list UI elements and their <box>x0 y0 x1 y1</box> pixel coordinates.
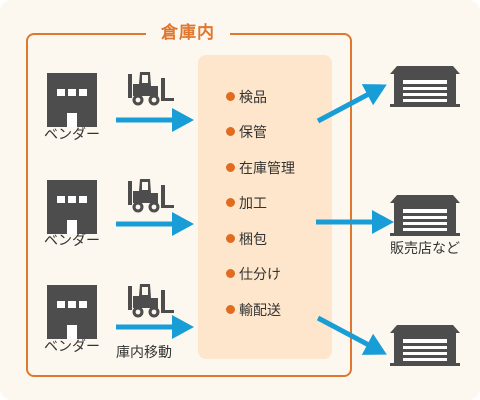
vendor-building-icon <box>47 73 97 127</box>
forklift-icon <box>128 179 174 213</box>
process-item: 保管 <box>226 123 267 143</box>
process-item-label: 梱包 <box>239 232 267 248</box>
vendor-label: ベンダー <box>44 127 100 143</box>
process-item-label: 加工 <box>239 196 267 212</box>
process-item-label: 在庫管理 <box>239 161 295 177</box>
outbound-arrow-icon <box>312 307 393 366</box>
warehouse-title: 倉庫内 <box>146 21 230 45</box>
vendor-label: ベンダー <box>44 233 100 249</box>
process-item-label: 仕分け <box>239 267 281 283</box>
forklift-icon <box>128 72 174 106</box>
process-panel <box>198 55 332 359</box>
bullet-icon <box>226 234 235 243</box>
bullet-icon <box>226 163 235 172</box>
bullet-icon <box>226 305 235 314</box>
vendor-label: ベンダー <box>44 339 100 355</box>
process-item: 加工 <box>226 194 267 214</box>
forklift-icon <box>128 284 174 318</box>
destination-label: 販売店など <box>390 241 460 257</box>
store-building-icon <box>390 66 460 107</box>
store-building-icon <box>390 325 460 366</box>
bullet-icon <box>226 127 235 136</box>
process-item: 在庫管理 <box>226 159 295 179</box>
vendor-building-icon <box>47 285 97 339</box>
internal-movement-label: 庫内移動 <box>116 345 172 361</box>
store-building-icon <box>390 195 460 236</box>
process-item-label: 保管 <box>239 125 267 141</box>
inbound-arrow-icon <box>116 315 194 339</box>
process-item: 仕分け <box>226 265 281 285</box>
outbound-arrow-icon <box>312 73 393 132</box>
inbound-arrow-icon <box>116 212 194 236</box>
process-item-label: 輸配送 <box>239 303 281 319</box>
vendor-building-icon <box>47 180 97 234</box>
outbound-arrow-icon <box>316 210 394 234</box>
process-item: 輸配送 <box>226 301 281 321</box>
process-item: 検品 <box>226 88 267 108</box>
process-item: 梱包 <box>226 230 267 250</box>
bullet-icon <box>226 269 235 278</box>
inbound-arrow-icon <box>116 108 194 132</box>
bullet-icon <box>226 92 235 101</box>
process-item-label: 検品 <box>239 90 267 106</box>
bullet-icon <box>226 198 235 207</box>
